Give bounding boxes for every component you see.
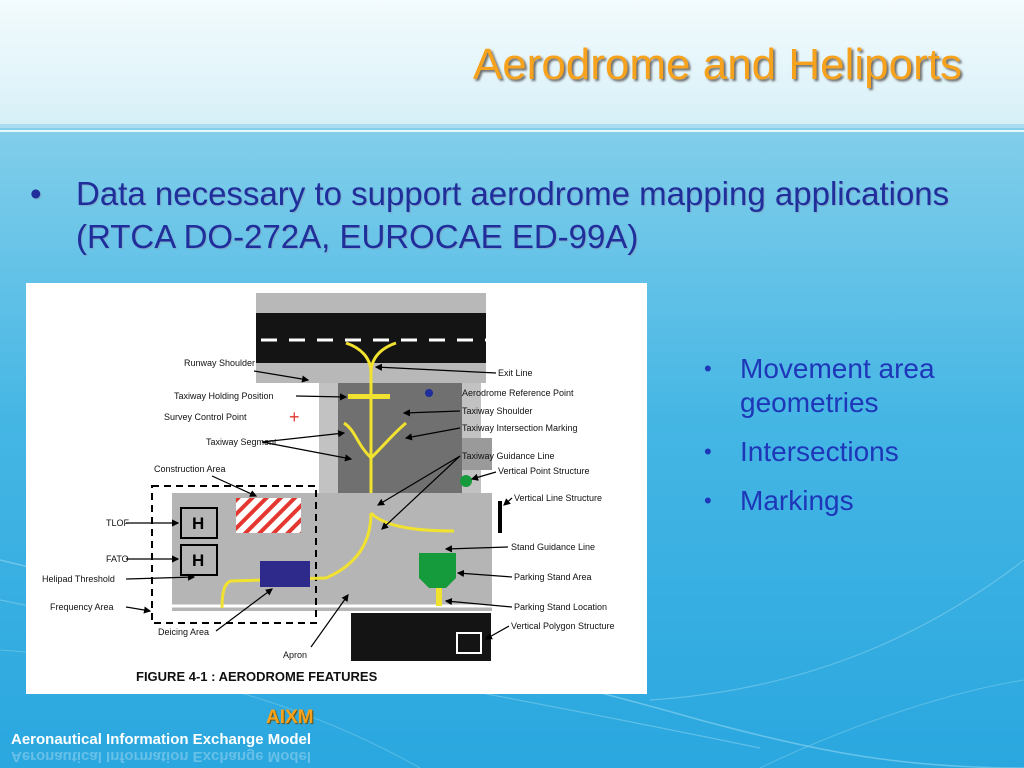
label-fato: FATO (106, 554, 129, 564)
label-parking-stand-area: Parking Stand Area (514, 572, 592, 582)
main-bullet: • Data necessary to support aerodrome ma… (30, 172, 990, 258)
title-band (0, 0, 1024, 124)
helipad-letter: H (192, 551, 204, 570)
title-divider (0, 124, 1024, 128)
label-vertical-point-structure: Vertical Point Structure (498, 466, 590, 476)
label-vertical-polygon-structure: Vertical Polygon Structure (511, 621, 615, 631)
aerodrome-diagram: + H H Runway Shoulder Taxiway Holding Po… (42, 293, 615, 684)
label-vertical-line-structure: Vertical Line Structure (514, 493, 602, 503)
bullet-dot: • (30, 175, 42, 212)
label-construction-area: Construction Area (154, 464, 226, 474)
label-runway-shoulder: Runway Shoulder (184, 358, 255, 368)
label-stand-guidance-line: Stand Guidance Line (511, 542, 595, 552)
apron (172, 493, 492, 611)
sub-bullet-list: • Movement area geometries • Intersections… (700, 352, 1000, 533)
sub-bullet-item: • Intersections (700, 435, 1000, 469)
aerodrome-reference-point (425, 389, 433, 397)
footer-organization-name: Aeronautical Information Exchange Model (11, 731, 312, 748)
slide-title: Aerodrome and Heliports (472, 40, 962, 89)
label-tlof: TLOF (106, 518, 130, 528)
figure-caption: FIGURE 4-1 : AERODROME FEATURES (136, 669, 378, 684)
fato-helipad (180, 544, 218, 576)
label-taxiway-guidance-line: Taxiway Guidance Line (462, 451, 555, 461)
aerodrome-features-figure: + H H Runway Shoulder Taxiway Holding Po… (26, 283, 647, 694)
helipad-letter: H (192, 514, 204, 533)
bullet-dot: • (704, 439, 712, 464)
label-exit-line: Exit Line (498, 368, 533, 378)
footer-reflection: Aeronautical Information Exchange Model (11, 748, 312, 765)
sub-bullet-text: Intersections (740, 436, 899, 467)
sub-bullet-text: Movement area geometries (740, 353, 935, 418)
runway (256, 313, 486, 363)
construction-area (236, 498, 301, 533)
vertical-point-structure (460, 475, 472, 487)
vertical-polygon-marker (456, 632, 482, 654)
parking-stand-location (436, 588, 442, 606)
aixm-logo: AIXM (266, 707, 314, 728)
label-deicing-area: Deicing Area (158, 627, 209, 637)
label-taxiway-holding-position: Taxiway Holding Position (174, 391, 274, 401)
label-taxiway-segment: Taxiway Segment (206, 437, 277, 447)
bullet-dot: • (704, 488, 712, 513)
tlof-helipad (180, 507, 218, 539)
label-survey-control-point: Survey Control Point (164, 412, 247, 422)
label-helipad-threshold: Helipad Threshold (42, 574, 115, 584)
sub-bullet-text: Markings (740, 485, 854, 516)
deicing-area (260, 561, 310, 587)
taxiway (338, 383, 462, 493)
survey-control-point: + (289, 407, 300, 427)
main-bullet-text: Data necessary to support aerodrome mapp… (76, 175, 950, 255)
label-parking-stand-location: Parking Stand Location (514, 602, 607, 612)
sub-bullet-item: • Markings (700, 484, 1000, 518)
label-taxiway-shoulder: Taxiway Shoulder (462, 406, 533, 416)
taxiway-holding-position (348, 394, 390, 399)
taxiway-guidance-line (220, 341, 455, 609)
label-frequency-area: Frequency Area (50, 602, 114, 612)
parking-stand-area (419, 553, 456, 588)
title-divider-highlight (0, 130, 1024, 132)
label-taxiway-intersection-marking: Taxiway Intersection Marking (462, 423, 578, 433)
label-apron: Apron (283, 650, 307, 660)
label-aerodrome-reference-point: Aerodrome Reference Point (462, 388, 574, 398)
leader-arrows (125, 363, 513, 648)
apron-dashed-boundary (151, 485, 317, 624)
sub-bullet-item: • Movement area geometries (700, 352, 1000, 420)
taxiway-side (462, 438, 492, 470)
bullet-dot: • (704, 356, 712, 381)
